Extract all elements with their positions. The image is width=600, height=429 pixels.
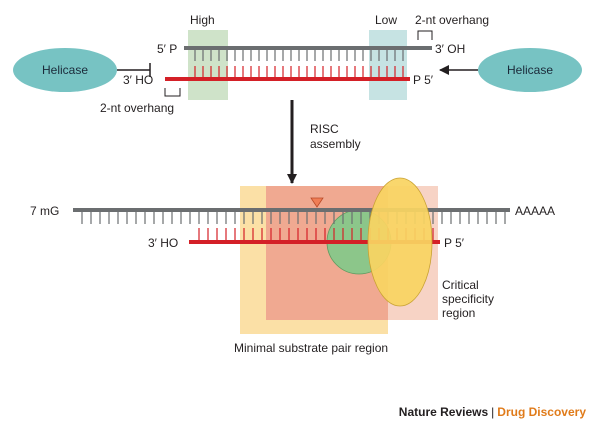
- bottom-left-end-label: 3′ HO: [123, 73, 153, 87]
- bottom-duplex: 7 mG AAAAA 3′ HO P 5′ Critical specifici…: [30, 177, 555, 355]
- overhang-top-label: 2-nt overhang: [415, 13, 489, 27]
- polya-label: AAAAA: [515, 204, 555, 218]
- risc-assembly-label-line2: assembly: [310, 137, 361, 151]
- critical-region-label-line1: Critical: [442, 278, 479, 292]
- high-stability-box: [188, 30, 228, 100]
- risc-assembly-label-line1: RISC: [310, 122, 339, 136]
- helicase-left-label: Helicase: [42, 63, 88, 77]
- cap-label: 7 mG: [30, 204, 59, 218]
- high-label: High: [190, 13, 215, 27]
- overhang-bottom-bracket: [164, 88, 181, 97]
- helicase-left-shape: [13, 48, 117, 92]
- top-duplex: High Low 2-nt overhang 5′ P 3′ OH 3′ HO …: [13, 13, 582, 115]
- helicase-right: Helicase: [439, 48, 582, 92]
- low-stability-box: [369, 30, 407, 100]
- journal-credit: Nature Reviews|Drug Discovery: [399, 405, 586, 419]
- critical-region-label-line3: region: [442, 306, 475, 320]
- helicase-right-label: Helicase: [507, 63, 553, 77]
- overhang-bottom-label: 2-nt overhang: [100, 101, 174, 115]
- credit-separator: |: [491, 405, 495, 419]
- journal-section: Drug Discovery: [497, 405, 586, 419]
- yellow-protein: [367, 177, 433, 307]
- guide-right-end-label: P 5′: [444, 236, 465, 250]
- helicase-right-shape: [478, 48, 582, 92]
- low-label: Low: [375, 13, 397, 27]
- top-right-end-label: 3′ OH: [435, 42, 465, 56]
- top-left-end-label: 5′ P: [157, 42, 177, 56]
- minimal-region-label: Minimal substrate pair region: [234, 341, 388, 355]
- risc-assembly-step: RISC assembly: [287, 100, 361, 184]
- critical-region-label-line2: specificity: [442, 292, 494, 306]
- journal-name: Nature Reviews: [398, 405, 489, 419]
- helicase-left: Helicase: [13, 48, 151, 92]
- cleavage-site-marker: [310, 197, 324, 208]
- top-base-pair-ticks: [194, 50, 404, 77]
- guide-left-end-label: 3′ HO: [148, 236, 178, 250]
- overhang-top-bracket: [417, 30, 433, 40]
- bottom-right-end-label: P 5′: [413, 73, 434, 87]
